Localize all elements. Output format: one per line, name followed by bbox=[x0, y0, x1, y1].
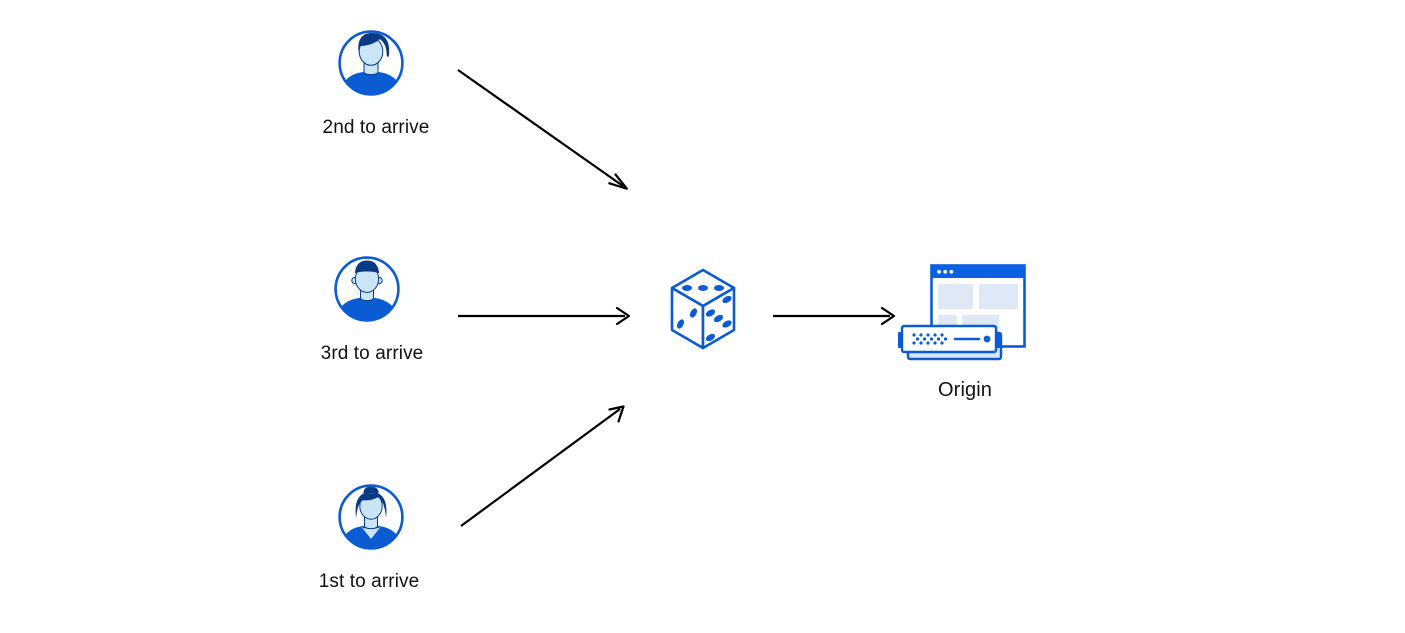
user-node-1st-to-arrive bbox=[338, 484, 404, 550]
dice-node bbox=[668, 268, 738, 350]
user-label-2nd-to-arrive: 2nd to arrive bbox=[322, 117, 430, 138]
female-avatar-bun-icon bbox=[338, 484, 404, 550]
user-node-3rd-to-arrive bbox=[334, 256, 400, 322]
origin-node bbox=[897, 264, 1032, 369]
user-node-2nd-to-arrive bbox=[338, 30, 404, 96]
server-icon bbox=[898, 324, 1003, 361]
browser-window-icon bbox=[930, 264, 1026, 348]
arrow-user-1st-to-dice bbox=[460, 405, 625, 527]
dice-icon bbox=[670, 268, 736, 350]
male-avatar-swept-hair-icon bbox=[338, 30, 404, 96]
arrow-user-3rd-to-dice bbox=[458, 306, 631, 326]
arrow-dice-to-origin bbox=[773, 306, 896, 326]
user-label-3rd-to-arrive: 3rd to arrive bbox=[320, 343, 424, 364]
male-avatar-short-hair-icon bbox=[334, 256, 400, 322]
user-label-1st-to-arrive: 1st to arrive bbox=[318, 571, 420, 592]
arrow-user-2nd-to-dice bbox=[457, 69, 628, 190]
origin-label: Origin bbox=[938, 379, 992, 401]
